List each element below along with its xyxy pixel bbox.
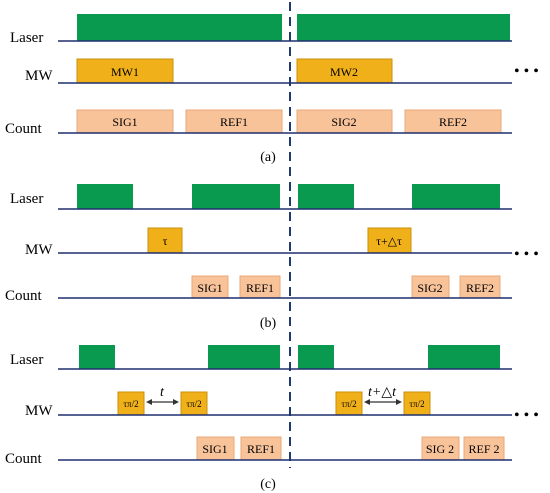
panel-caption: (a) [260,150,276,165]
count-window-label: SIG 2 [426,442,454,456]
free-evolution-arrow [364,399,402,405]
row-label-count: Count [5,451,43,467]
continuation-ellipsis: • • • [514,407,539,424]
mw-pulse-label: τπ/2 [341,399,356,409]
row-label-laser: Laser [10,352,43,368]
row-label-laser: Laser [10,30,43,46]
panel-a: Laser MW Count MW1 MW2 • • • SIG1 REF1 S… [5,14,539,165]
mw-pulse-label: τπ/2 [186,399,201,409]
mw-pulse-label: τ [163,234,168,248]
laser-pulse [77,14,282,41]
mw-pulse-label: τ+△τ [376,234,402,248]
laser-pulse [412,184,500,209]
continuation-ellipsis: • • • [514,63,539,80]
laser-pulse [208,345,280,369]
panel-b: Laser MW Count τ τ+△τ • • • SIG1 REF1 SI… [5,184,539,331]
count-window-label: REF1 [247,442,275,456]
count-window-label: SIG2 [331,115,356,129]
row-label-count: Count [5,121,43,137]
laser-pulse [298,184,354,209]
mw-pulse-label: MW1 [111,65,139,79]
laser-pulse [79,345,115,369]
count-window-label: REF1 [246,281,274,295]
mw-pulse-label: MW2 [330,65,358,79]
panel-caption: (c) [260,477,276,492]
count-window-label: SIG1 [202,442,227,456]
continuation-ellipsis: • • • [514,246,539,263]
mw-pulse-label: τπ/2 [123,399,138,409]
row-label-mw: MW [25,68,53,84]
row-label-count: Count [5,288,43,304]
count-window-label: SIG2 [417,281,442,295]
count-window-label: SIG1 [112,115,137,129]
laser-pulse [298,345,334,369]
mw-pulse [76,58,174,84]
panel-c: Laser MW Count τπ/2 τπ/2 τπ/2 τπ/2 t t+△… [5,345,539,492]
count-window-label: REF1 [220,115,248,129]
laser-pulse [297,14,510,41]
mw-pulse-label: τπ/2 [409,399,424,409]
free-evolution-arrow [146,399,179,405]
laser-pulse [428,345,500,369]
count-window-label: REF2 [439,115,467,129]
free-evolution-label: t [160,385,165,400]
row-label-mw: MW [25,403,53,419]
count-window-label: SIG1 [197,281,222,295]
free-evolution-label: t+△t [368,385,397,400]
panel-caption: (b) [260,316,277,331]
mw-pulse [367,227,412,254]
laser-pulse [77,184,133,209]
row-label-mw: MW [25,242,53,258]
row-label-laser: Laser [10,191,43,207]
count-window-label: REF 2 [468,442,499,456]
laser-pulse [192,184,280,209]
count-window-label: REF2 [466,281,494,295]
